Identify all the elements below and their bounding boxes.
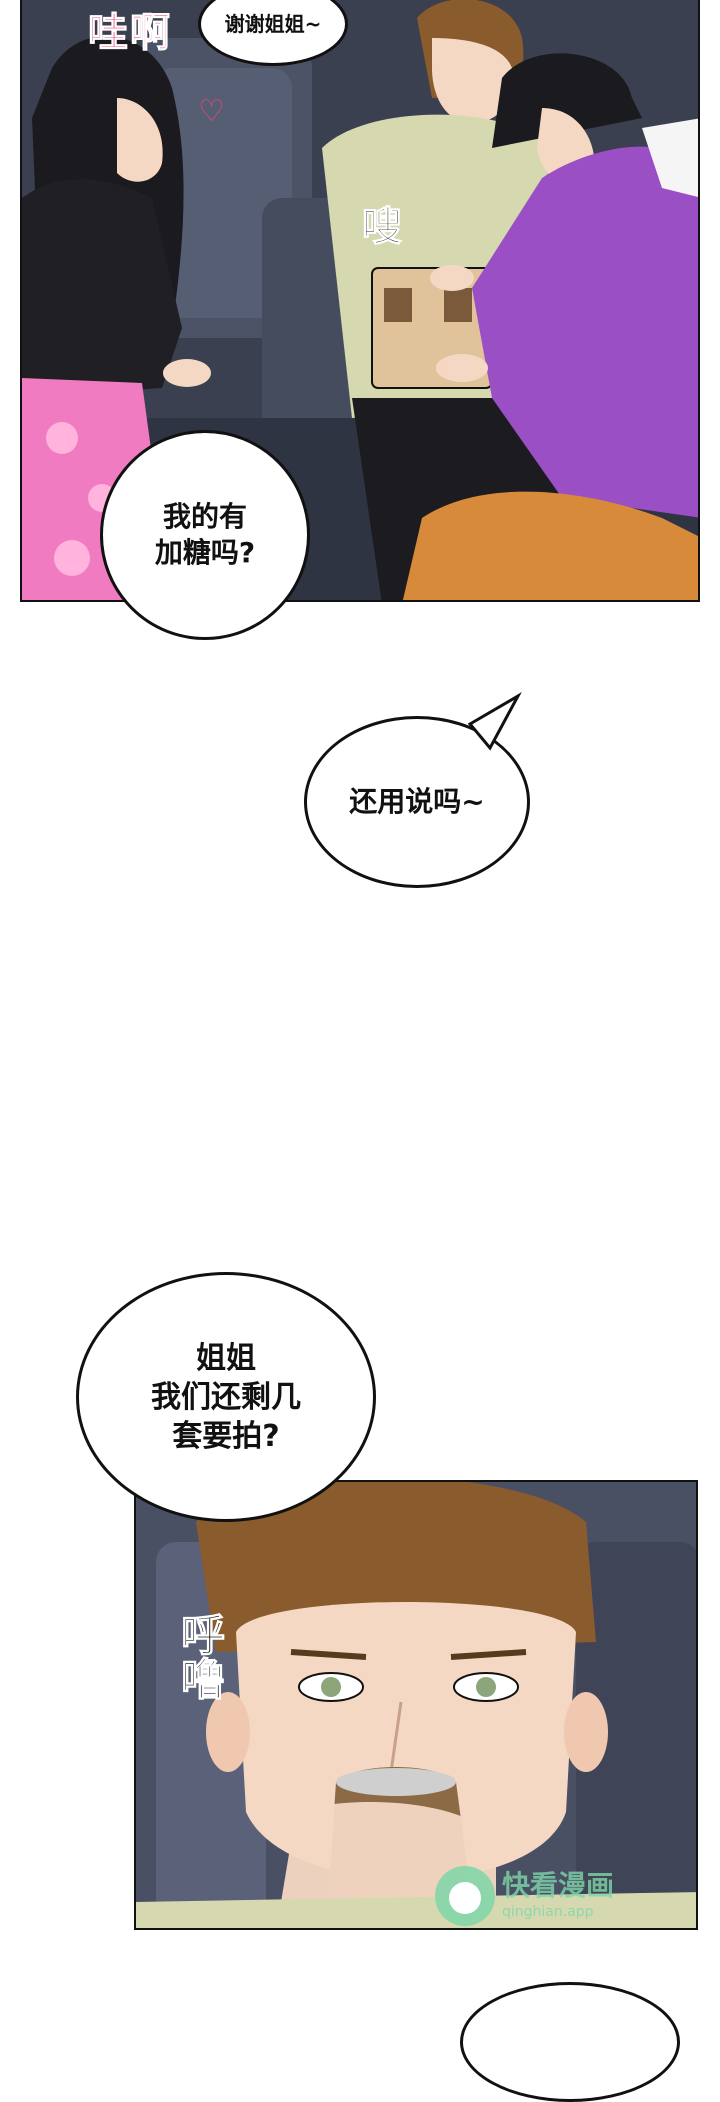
speech-text-of-course: 还用说吗~ xyxy=(349,784,485,818)
sfx-whoosh-text: 嗖 xyxy=(362,204,403,251)
speech-bubble-sugar: 我的有 加糖吗? xyxy=(100,430,310,640)
speech-bubble-of-course: 还用说吗~ xyxy=(304,716,530,888)
sfx-wow-text: 哇啊 xyxy=(88,10,172,57)
heart-icon: ♡ xyxy=(198,94,225,129)
cat-logo-icon xyxy=(435,1866,495,1926)
watermark: 快看漫画 qinghian.app xyxy=(430,1856,710,1936)
speech-bubble-thanks: 谢谢姐姐~ xyxy=(198,0,348,66)
sfx-sip-text: 呼噜 xyxy=(173,1612,225,1701)
watermark-brand: 快看漫画 xyxy=(502,1869,615,1902)
speech-text-question: 姐姐 我们还剩几 套要拍? xyxy=(151,1340,301,1454)
speech-text-sugar: 我的有 加糖吗? xyxy=(154,499,256,569)
watermark-url: qinghian.app xyxy=(502,1904,594,1920)
speech-text-thanks: 谢谢姐姐~ xyxy=(224,12,322,36)
speech-bubble-partial xyxy=(460,1982,680,2102)
speech-bubble-question: 姐姐 我们还剩几 套要拍? xyxy=(76,1272,376,1522)
